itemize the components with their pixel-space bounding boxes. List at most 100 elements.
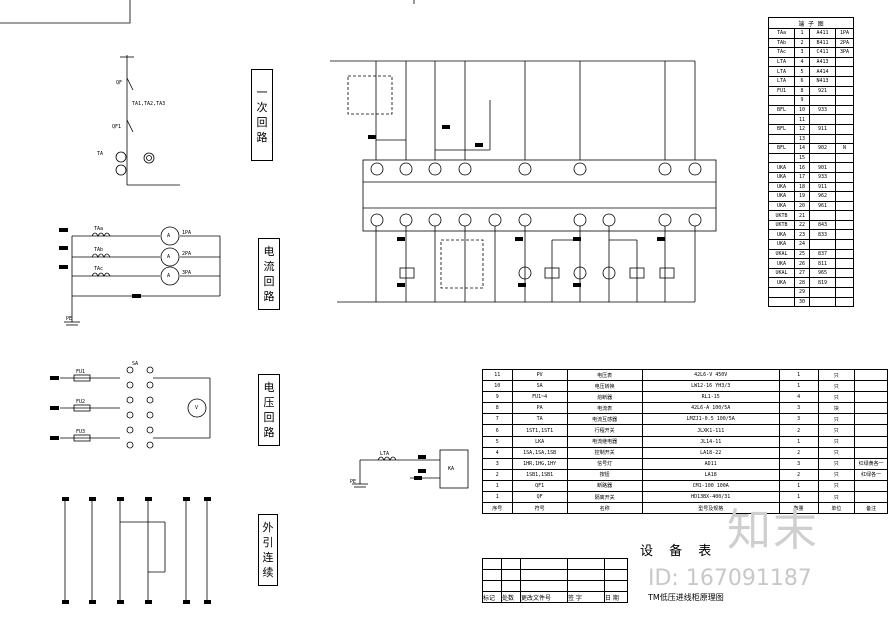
terminal-cell: TAa: [768, 28, 795, 39]
title-signature-label: 签 字: [567, 591, 605, 603]
ammeter-2-tag: 2PA: [182, 251, 192, 257]
ta-label: TA: [97, 151, 104, 157]
equipment-cell: 1SA,1SA,1SB: [511, 446, 568, 459]
terminal-cell: [835, 219, 854, 231]
equipment-cell: 1: [778, 380, 819, 393]
equipment-cell: 1: [778, 368, 819, 382]
terminal-cell: 30: [794, 296, 810, 308]
terminal-cell: 27: [794, 267, 810, 279]
terminal-cell: [835, 277, 854, 289]
equipment-cell: 断路器: [566, 479, 643, 493]
equipment-cell: 块: [817, 402, 856, 415]
terminal-cell: [768, 152, 795, 164]
terminal-cell: 17: [794, 171, 810, 183]
equipment-cell: 红绿各一: [854, 468, 888, 481]
qf-label: QF: [116, 80, 123, 86]
label-current-circuit: 电流回路: [258, 238, 280, 310]
equipment-row: 序号符号名称型号及规格数量单位备注: [482, 502, 888, 515]
external-lead-circuit: [64, 500, 208, 602]
terminal-cell: 962: [809, 191, 836, 202]
terminal-cell: UKTB: [768, 210, 795, 221]
equipment-cell: 隔离开关: [566, 491, 643, 504]
terminal-cell: TAc: [768, 47, 795, 58]
terminal-cell: 3: [794, 47, 810, 58]
fu2-label: FU2: [76, 399, 86, 405]
terminal-cell: [835, 229, 854, 241]
equipment-cell: 1: [482, 491, 513, 504]
ct-c-label: TAc: [94, 266, 104, 272]
equipment-cell: 控制开关: [566, 446, 643, 459]
fu1-label: FU1: [76, 369, 86, 375]
ct-b-label: TAb: [94, 247, 104, 253]
equipment-cell: 7: [482, 413, 513, 426]
terminal-cell: [835, 56, 854, 68]
terminal-cell: [835, 248, 854, 260]
terminal-cell: 911: [809, 181, 836, 193]
equipment-cell: [854, 413, 888, 426]
terminal-cell: 837: [809, 248, 836, 260]
equipment-cell: JL14-11: [641, 435, 780, 448]
equipment-cell: QF: [511, 491, 568, 504]
terminal-cell: [835, 123, 854, 135]
terminal-cell: 2: [794, 37, 810, 49]
equipment-cell: 只: [817, 368, 856, 382]
terminal-cell: 843: [809, 219, 836, 231]
terminal-cell: 16: [794, 162, 810, 173]
terminal-cell: A411: [809, 28, 836, 39]
terminal-cell: 28: [794, 277, 810, 289]
equipment-cell: [854, 380, 888, 393]
terminal-cell: 819: [809, 277, 836, 289]
terminal-cell: [835, 66, 854, 77]
terminal-cell: N: [835, 143, 854, 154]
equipment-cell: 1SB1,1SB1: [511, 468, 568, 481]
terminal-cell: 911: [809, 123, 836, 135]
title-block: 标记 处数 更改文件号 签 字 日 期: [482, 558, 779, 603]
equipment-cell: [854, 446, 888, 459]
terminal-cell: [809, 239, 836, 250]
terminal-cell: [809, 296, 836, 308]
terminal-cell: BFL: [768, 123, 795, 135]
terminal-cell: BFL: [768, 104, 795, 116]
equipment-cell: 单位: [817, 502, 856, 515]
equipment-cell: 行程开关: [566, 424, 643, 437]
terminal-cell: 25: [794, 248, 810, 260]
terminal-cell: A413: [809, 56, 836, 68]
equipment-cell: 名称: [566, 502, 643, 515]
terminal-cell: 13: [794, 133, 810, 145]
equipment-cell: 型号及规格: [641, 502, 780, 515]
terminal-cell: [809, 287, 836, 298]
equipment-cell: 11: [482, 368, 513, 382]
terminal-cell: B411: [809, 37, 836, 49]
equipment-cell: 红绿黄各一: [854, 457, 888, 470]
equipment-cell: 只: [817, 446, 856, 459]
terminal-cell: [835, 258, 854, 269]
terminal-cell: [835, 200, 854, 212]
sa-label: SA: [132, 361, 139, 367]
equipment-cell: AD11: [641, 457, 780, 470]
terminal-cell: [835, 210, 854, 221]
terminal-row: 13: [768, 133, 854, 145]
terminal-cell: 833: [809, 229, 836, 241]
equipment-cell: [854, 491, 888, 504]
terminal-cell: [835, 296, 854, 308]
equipment-cell: [854, 402, 888, 415]
terminal-cell: 19: [794, 191, 810, 202]
terminal-cell: UKA: [768, 239, 795, 250]
equipment-cell: 2: [778, 424, 819, 437]
equipment-cell: [854, 479, 888, 493]
terminal-cell: FU1: [768, 85, 795, 97]
equipment-cell: SA: [511, 380, 568, 393]
